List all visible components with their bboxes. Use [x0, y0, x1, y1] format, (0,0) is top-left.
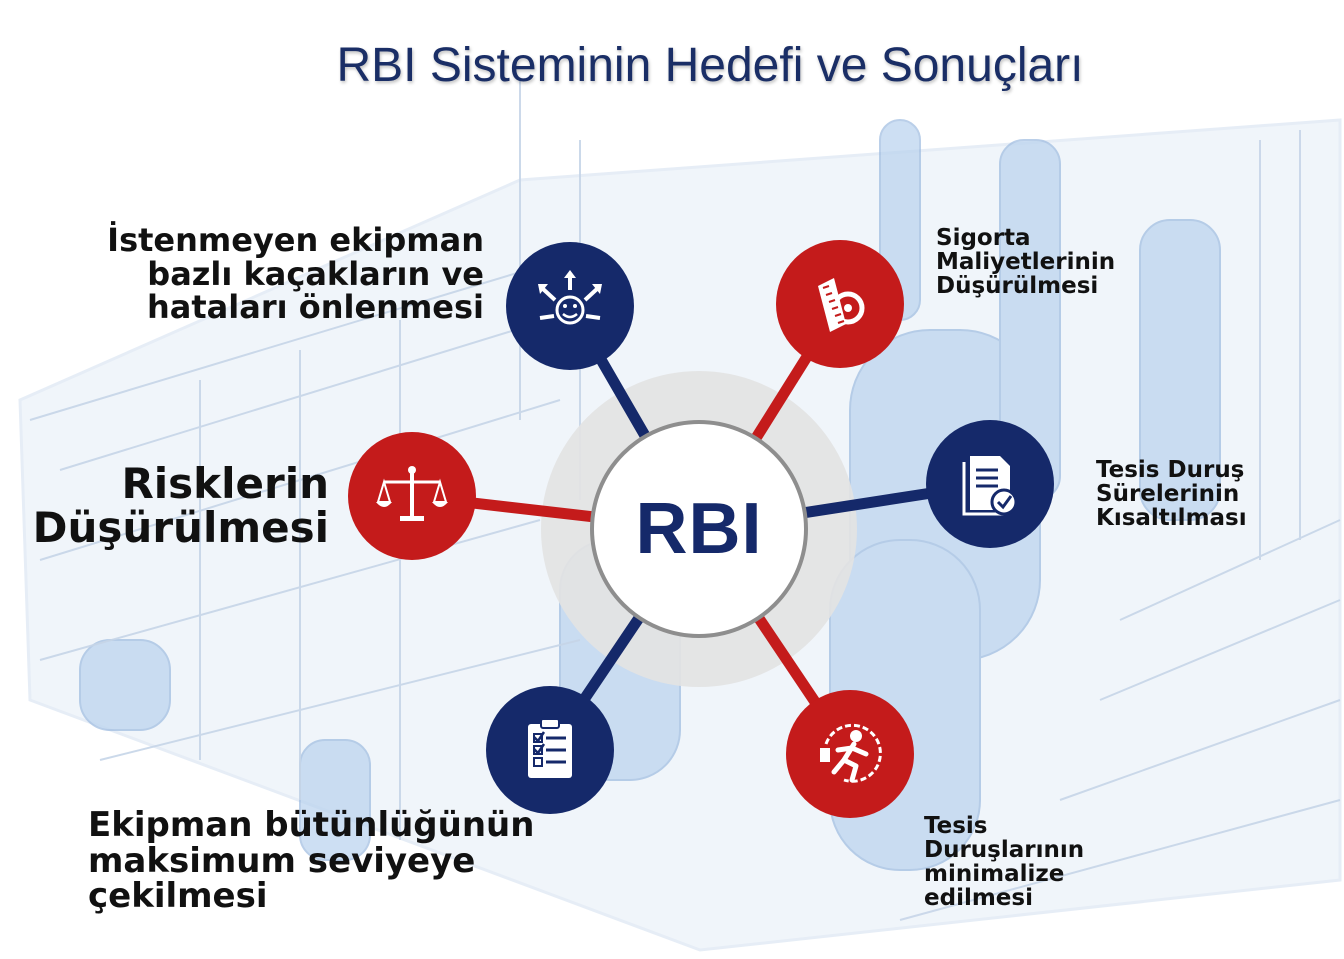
smiley-arrows-icon	[538, 270, 602, 325]
label-downtime-shortening: Tesis Duruş Sürelerinin Kısaltılması	[1096, 457, 1247, 532]
label-shutdown-minimization: Tesis Duruşlarının minimalize edilmesi	[924, 813, 1085, 912]
insurance-tape-icon	[818, 278, 865, 332]
node-circle	[506, 242, 634, 370]
center-label: RBI	[635, 489, 763, 569]
label-leak-prevention: İstenmeyen ekipman bazlı kaçakların ve h…	[107, 221, 484, 327]
running-person-icon	[820, 723, 882, 783]
center-circle	[590, 420, 808, 638]
document-check-icon	[962, 456, 1018, 516]
diagram-title: RBI Sisteminin Hedefi ve Sonuçları	[336, 39, 1084, 92]
label-risk-reduction: Risklerin Düşürülmesi	[32, 459, 329, 553]
checklist-icon	[528, 718, 572, 778]
label-equipment-integrity: Ekipman bütünlüğünün maksimum seviyeye ç…	[88, 805, 535, 917]
scales-icon	[376, 466, 448, 521]
label-insurance-costs: Sigorta Maliyetlerinin Düşürülmesi	[936, 225, 1116, 300]
